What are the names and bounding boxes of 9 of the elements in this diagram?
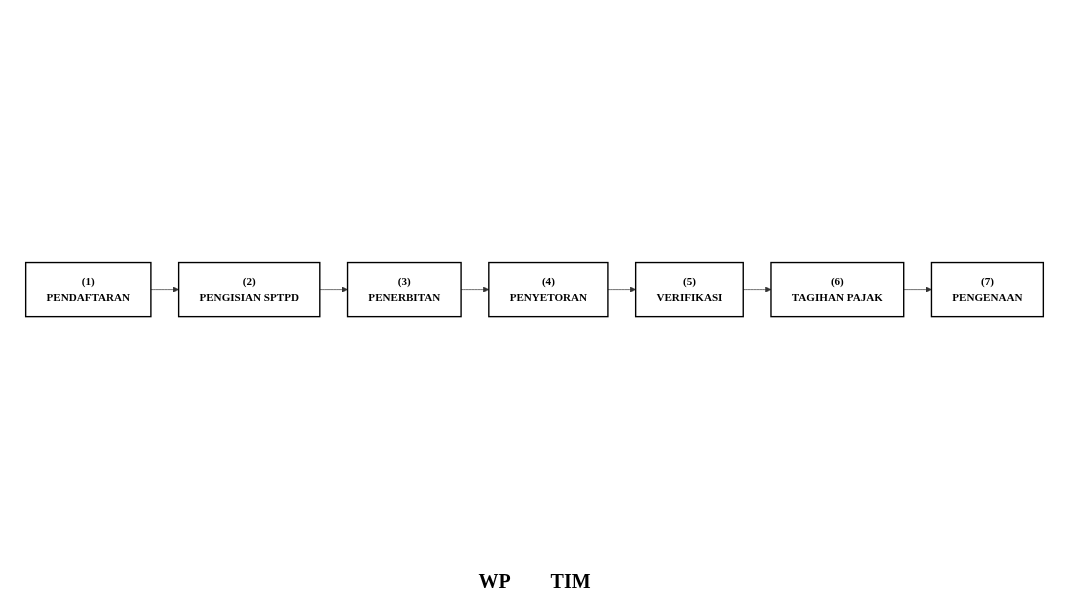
bracket-label: TIM: [550, 570, 591, 593]
node-box: (2) PENGISIAN SPTPD: [177, 262, 321, 318]
node-box: (3) PENERBITAN: [346, 262, 462, 318]
node-box: (4) PENYETORAN: [488, 262, 609, 318]
node-box: (6) TAGIHAN PAJAK: [770, 262, 905, 318]
bracket-label: WP: [478, 570, 511, 593]
node-box: (1) PENDAFTARAN: [24, 262, 152, 318]
node-box: (7) PENGENAAN: [930, 262, 1045, 318]
node-box: (5) VERIFIKASI: [634, 262, 744, 318]
